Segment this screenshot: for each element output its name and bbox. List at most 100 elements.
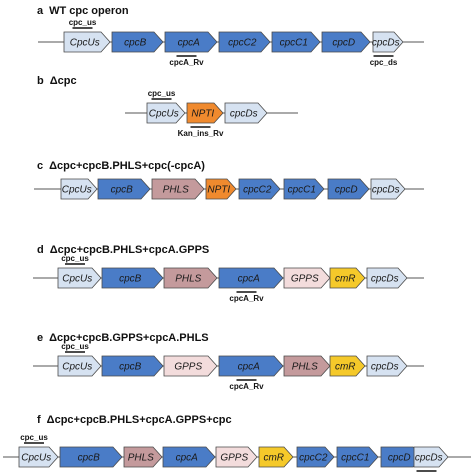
gene-label: cmR bbox=[263, 453, 284, 464]
panel-title-text: Δcpc+cpcB.PHLS+cpcA.GPPS bbox=[50, 244, 210, 256]
gene-label: NPTI bbox=[207, 185, 230, 196]
primer-cpc_us: cpc_us bbox=[69, 18, 97, 29]
gene-arrow bbox=[163, 267, 218, 289]
gene-cpcb: cpcB bbox=[101, 267, 164, 289]
primer-cpcA_Rv: cpcA_Rv bbox=[229, 291, 264, 303]
primer-Kan_ins_Rv: Kan_ins_Rv bbox=[178, 126, 224, 138]
gene-gpps: GPPS bbox=[163, 355, 218, 377]
gene-cpcus: CpcUs bbox=[146, 102, 186, 124]
gene-arrow bbox=[163, 355, 218, 377]
primer-label: cpcA_Rv bbox=[229, 382, 264, 391]
panel-title: c Δcpc+cpcB.PHLS+cpc(-cpcA) bbox=[37, 160, 205, 172]
primer-label: cpc_ds bbox=[370, 58, 398, 67]
primer-cpc_us: cpc_us bbox=[148, 89, 176, 100]
gene-cpcd: cpcD bbox=[321, 31, 371, 53]
gene-arrow bbox=[101, 355, 164, 377]
gene-label: CpcUs bbox=[62, 362, 92, 373]
gene-arrow bbox=[57, 267, 102, 289]
primer-label: Kan_ins_Rv bbox=[178, 129, 224, 138]
gene-cpcus: CpcUs bbox=[57, 267, 102, 289]
gene-arrow bbox=[271, 31, 321, 53]
gene-cpca: cpcA bbox=[164, 31, 218, 53]
panel-title: d Δcpc+cpcB.PHLS+cpcA.GPPS bbox=[37, 244, 209, 256]
primer-label: cpcA_Rv bbox=[229, 294, 264, 303]
primer-cpcA_Rv: cpcA_Rv bbox=[229, 379, 264, 391]
gene-label: cpcA bbox=[178, 38, 201, 49]
gene-label: cpcD bbox=[332, 38, 355, 49]
gene-label: cpcDs bbox=[371, 274, 399, 285]
primer-label: cpc_us bbox=[61, 342, 89, 351]
gene-label: PHLS bbox=[292, 362, 318, 373]
gene-arrow bbox=[296, 446, 335, 468]
gene-arrow bbox=[366, 267, 408, 289]
gene-label: cpcDs bbox=[230, 109, 258, 120]
gene-cpcc1: cpcC1 bbox=[283, 178, 325, 200]
gene-arrow bbox=[224, 102, 268, 124]
panel-title-text: Δcpc+cpcB.PHLS+cpc(-cpcA) bbox=[49, 160, 205, 172]
panel-title-text: Δcpc+cpcB.PHLS+cpcA.GPPS+cpc bbox=[47, 414, 232, 426]
gene-cpcus: CpcUs bbox=[18, 446, 59, 468]
gene-label: PHLS bbox=[175, 274, 201, 285]
gene-label: cpcDs bbox=[415, 453, 443, 464]
gene-label: GPPS bbox=[220, 453, 248, 464]
panel-e: e Δcpc+cpcB.GPPS+cpcA.PHLS CpcUs cpcB GPPS cp… bbox=[33, 332, 424, 391]
gene-arrow bbox=[283, 178, 325, 200]
gene-arrow bbox=[283, 267, 331, 289]
primer-label: cpc_us bbox=[61, 254, 89, 263]
gene-label: GPPS bbox=[291, 274, 319, 285]
primer-label: cpcA_Rv bbox=[169, 58, 204, 67]
gene-cpcc2: cpcC2 bbox=[238, 178, 281, 200]
gene-cpcd: cpcD bbox=[327, 178, 370, 200]
gene-label: cpcDs bbox=[372, 185, 400, 196]
panel-title-text: Δcpc+cpcB.GPPS+cpcA.PHLS bbox=[49, 332, 209, 344]
gene-cpcb: cpcB bbox=[111, 31, 164, 53]
gene-cpcds: cpcDs bbox=[370, 178, 406, 200]
gene-label: cpcDs bbox=[372, 38, 400, 49]
primer-cpcA_Rv: cpcA_Rv bbox=[169, 55, 204, 67]
gene-arrow bbox=[57, 355, 102, 377]
gene-label: GPPS bbox=[174, 362, 202, 373]
gene-label: cpcB bbox=[124, 38, 147, 49]
panel-letter: b bbox=[37, 75, 44, 87]
gene-cpcc2: cpcC2 bbox=[218, 31, 271, 53]
gene-arrow bbox=[59, 446, 123, 468]
gene-label: CpcUs bbox=[21, 453, 51, 464]
primer-cpc_us: cpc_us bbox=[61, 254, 89, 265]
gene-cpca: cpcA bbox=[218, 267, 284, 289]
gene-label: NPTI bbox=[191, 109, 214, 120]
gene-cpcds: cpcDs bbox=[224, 102, 268, 124]
gene-label: cpcA bbox=[176, 453, 199, 464]
gene-phls: PHLS bbox=[283, 355, 331, 377]
gene-label: CpcUs bbox=[149, 109, 179, 120]
gene-label: PHLS bbox=[128, 453, 154, 464]
panel-letter: d bbox=[37, 244, 44, 256]
primer-cpc_ds: cpc_ds bbox=[370, 55, 398, 67]
gene-arrow bbox=[258, 446, 294, 468]
gene-cpcds: cpcDs bbox=[366, 267, 408, 289]
panel-letter: c bbox=[37, 160, 43, 172]
gene-arrow bbox=[162, 446, 216, 468]
gene-label: cpcA bbox=[238, 274, 261, 285]
gene-arrow bbox=[146, 102, 186, 124]
gene-phls: PHLS bbox=[123, 446, 163, 468]
gene-cmr: cmR bbox=[329, 355, 366, 377]
gene-arrow bbox=[97, 178, 151, 200]
gene-arrow bbox=[366, 355, 408, 377]
panel-title-text: WT cpc operon bbox=[49, 5, 129, 17]
gene-label: cpcC2 bbox=[228, 38, 257, 49]
gene-cpcds: cpcDs bbox=[372, 31, 404, 53]
gene-arrow bbox=[205, 178, 237, 200]
panel-letter: e bbox=[37, 332, 43, 344]
gene-cpcb: cpcB bbox=[101, 355, 164, 377]
gene-cmr: cmR bbox=[329, 267, 366, 289]
gene-arrow bbox=[186, 102, 224, 124]
gene-label: cpcDs bbox=[371, 362, 399, 373]
gene-arrow bbox=[329, 267, 366, 289]
gene-cpcds: cpcDs bbox=[366, 355, 408, 377]
primer-cpc_us: cpc_us bbox=[20, 433, 48, 444]
gene-cpcus: CpcUs bbox=[63, 31, 111, 53]
